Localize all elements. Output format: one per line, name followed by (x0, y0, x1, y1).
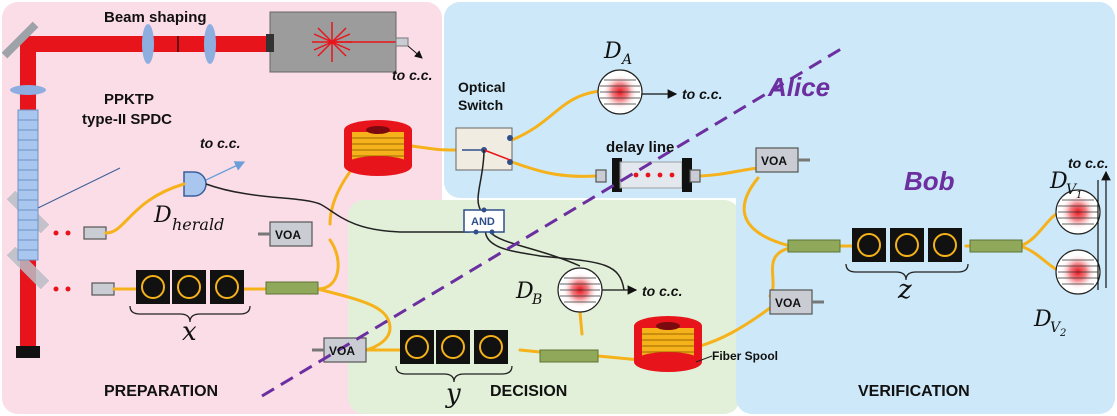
bob-label: Bob (904, 166, 955, 196)
laser-cc-arrow (407, 45, 423, 59)
beam-shaping-label: Beam shaping (104, 9, 207, 26)
d-a-sub: A (620, 52, 632, 68)
mirror-top (1, 21, 39, 59)
optical-switch-label-2: Switch (458, 97, 503, 113)
voa-preparation (258, 221, 313, 247)
d-v2-sub: V (1050, 320, 1062, 336)
d-v2-subsub: 2 (1059, 328, 1066, 339)
herald-cc-label: to c.c. (200, 135, 240, 151)
optical-switch-label-1: Optical (458, 79, 505, 95)
alice-bob-divider (261, 44, 847, 398)
collimator-z-right (969, 239, 1023, 253)
d-v1-sub: V (1066, 182, 1078, 198)
voa-alice (755, 147, 810, 173)
beam-dump (16, 346, 40, 358)
d-b-label: D (515, 279, 534, 304)
d-herald-label: D (153, 203, 172, 228)
alice-label: Alice (767, 72, 830, 102)
voa-verification (769, 289, 824, 315)
electronic-wires (205, 149, 625, 291)
collimator-y (539, 349, 599, 363)
and-gate (463, 207, 505, 235)
decision-label: DECISION (490, 383, 567, 400)
herald-detector (183, 171, 207, 197)
ppktp-crystal (10, 85, 46, 261)
filter-group-x (129, 270, 251, 323)
ppktp-label-1: PPKTP (104, 91, 154, 108)
lens-2 (204, 24, 216, 64)
coupler-signal (91, 282, 115, 296)
verification-region (736, 140, 1115, 414)
d-a-cc-label: to c.c. (682, 86, 722, 102)
voa-decision (312, 337, 367, 363)
detector-v2 (1055, 249, 1101, 295)
collimator-x (265, 281, 319, 295)
voa-preparation-label: VOA (275, 228, 301, 242)
laser-head (266, 11, 409, 73)
coupler-herald (83, 226, 107, 240)
voa-verification-label: VOA (775, 296, 801, 310)
d-herald-sub: herald (172, 215, 224, 234)
d-a-label: D (603, 39, 622, 64)
preparation-region (2, 2, 442, 414)
ppktp-pointer (37, 167, 121, 209)
verification-cc-label: to c.c. (1068, 155, 1108, 171)
d-b-cc-label: to c.c. (642, 283, 682, 299)
lens-1 (142, 24, 154, 64)
d-v1-subsub: 1 (1076, 190, 1082, 201)
fiber-spool-bottom (634, 316, 702, 372)
d-v2-label: D (1033, 307, 1052, 332)
detector-a (597, 69, 643, 115)
filter-group-y (395, 330, 513, 383)
fiber-spool-pointer (695, 355, 713, 363)
collimator-z-left (787, 239, 841, 253)
voa-alice-label: VOA (761, 154, 787, 168)
y-label: y (445, 379, 461, 409)
herald-cc-arrow (205, 161, 246, 181)
x-label: x (182, 317, 197, 347)
detector-b (557, 267, 603, 313)
optical-switch (455, 127, 513, 171)
ppktp-label-2: type-II SPDC (82, 111, 172, 128)
z-label: z (897, 275, 912, 305)
idler-dots (53, 230, 71, 236)
fiber-spool-label: Fiber Spool (712, 349, 778, 363)
filter-group-z (845, 228, 969, 281)
detector-v1 (1055, 189, 1101, 235)
voa-decision-label: VOA (329, 344, 355, 358)
and-gate-label: AND (471, 216, 495, 228)
preparation-label: PREPARATION (104, 383, 218, 400)
laser-cc-label: to c.c. (392, 67, 432, 83)
fiber-spool-top (344, 120, 412, 176)
delay-line-label: delay line (606, 139, 674, 156)
signal-dots (53, 286, 71, 292)
verification-label: VERIFICATION (858, 383, 970, 400)
d-v1-label: D (1049, 169, 1068, 194)
dichroic-mirror-2 (6, 246, 50, 290)
d-b-sub: B (531, 292, 542, 308)
